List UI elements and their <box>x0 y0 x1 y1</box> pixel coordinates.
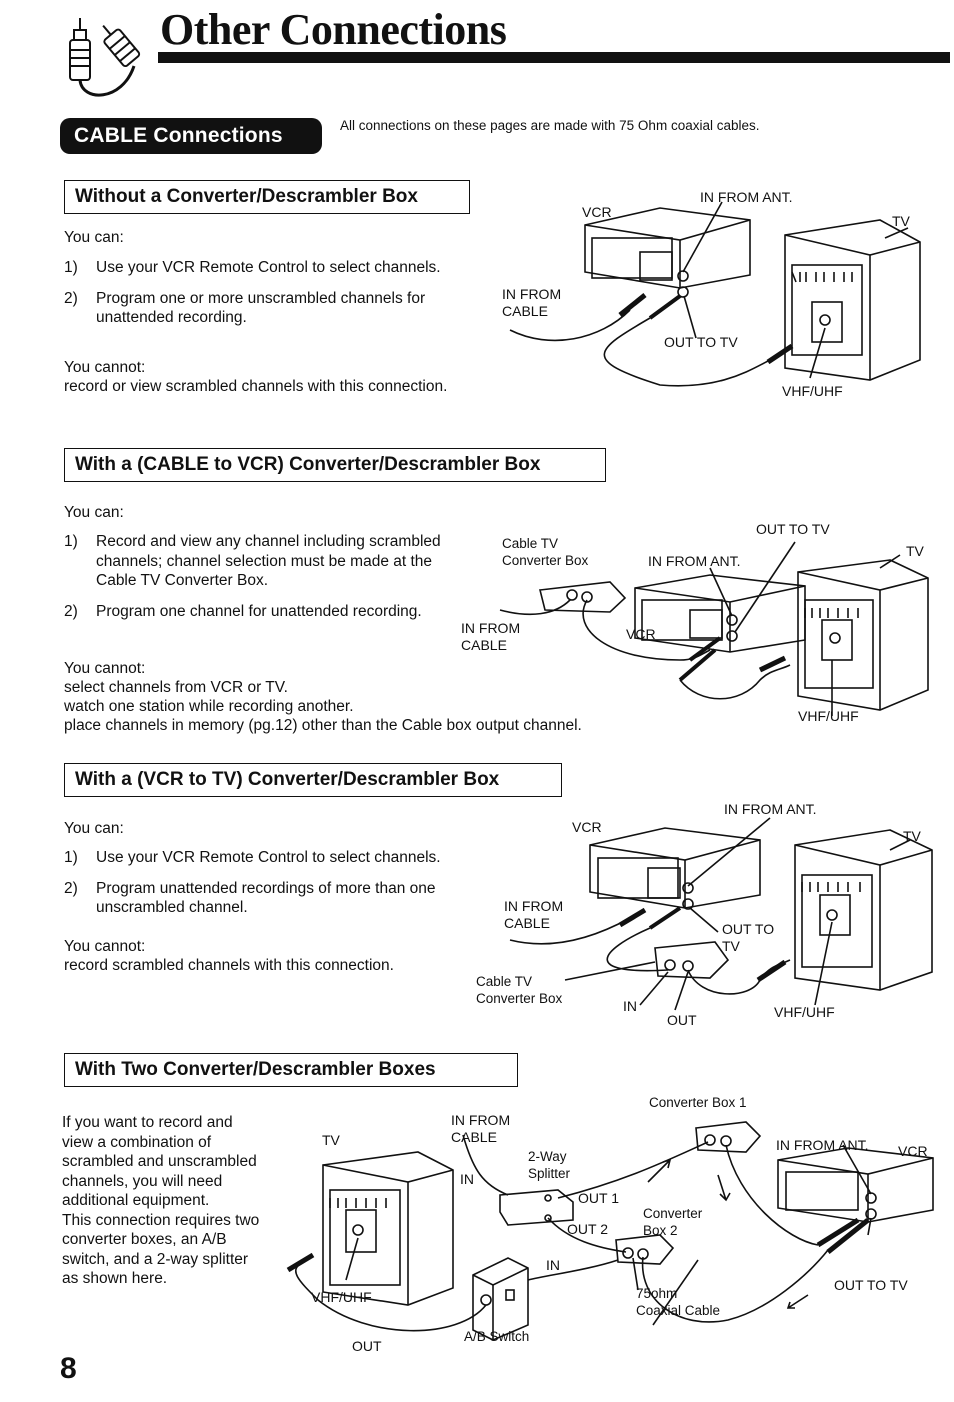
diagram-cable-to-vcr <box>499 541 929 716</box>
diagram-two-converters <box>286 1121 934 1341</box>
diagram-label-in2: IN <box>546 1257 560 1273</box>
diagram-no-converter <box>509 201 921 387</box>
two-converters-paragraph: If you want to record and view a combina… <box>62 1114 260 1287</box>
list-item: 2)Program one or more unscrambled channe… <box>64 289 426 327</box>
diagram-label-ab-switch: A/B Switch <box>464 1329 530 1344</box>
you-can-list: 1)Use your VCR Remote Control to select … <box>64 258 484 339</box>
diagram-label-vhf-uhf: VHF/UHF <box>782 383 843 399</box>
diagram-label-out-to-tv: OUT TO TV <box>664 334 738 350</box>
diagram-label-in: IN <box>460 1171 474 1187</box>
you-cannot-label: You cannot: <box>64 359 146 376</box>
diagram-label-vhf-uhf: VHF/UHF <box>774 1004 835 1020</box>
diagram-label-out: OUT <box>667 1012 697 1028</box>
page-title: Other Connections <box>160 5 507 54</box>
you-cannot-text: record scrambled channels with this conn… <box>64 957 394 974</box>
diagram-label-out1: OUT 1 <box>578 1190 619 1206</box>
diagram-label-cable-tv-box: Cable TV Converter Box <box>502 536 589 568</box>
diagram-label-in-from-ant: IN FROM ANT. <box>648 553 741 569</box>
diagram-label-tv: TV <box>322 1132 340 1148</box>
section-heading-no-converter: Without a Converter/Descrambler Box <box>64 180 470 214</box>
diagram-label-tv: TV <box>892 213 910 229</box>
you-cannot-item: place channels in memory (pg.12) other t… <box>64 717 582 734</box>
diagram-label-vhf-uhf: VHF/UHF <box>798 708 859 724</box>
diagram-label-vcr: VCR <box>626 626 656 642</box>
diagram-label-splitter: 2-Way Splitter <box>528 1149 571 1181</box>
diagram-label-out-to-tv: OUT TO TV <box>834 1277 908 1293</box>
diagram-label-converter-box-2: Converter Box 2 <box>643 1206 703 1238</box>
list-item: 2)Program one channel for unattended rec… <box>64 602 422 620</box>
page-number: 8 <box>60 1352 77 1385</box>
diagram-label-in-from-ant: IN FROM ANT. <box>724 801 817 817</box>
you-cannot-text: record or view scrambled channels with t… <box>64 378 448 395</box>
list-item: 1)Use your VCR Remote Control to select … <box>64 259 441 276</box>
diagram-label-in-from-cable: IN FROM CABLE <box>502 286 562 319</box>
you-can-label: You can: <box>64 229 124 246</box>
section-heading-cable-to-vcr: With a (CABLE to VCR) Converter/Descramb… <box>64 448 606 482</box>
diagram-label-in: IN <box>623 998 637 1014</box>
cable-connector-icon <box>69 18 141 97</box>
diagram-label-out-to-tv: OUT TO TV <box>756 521 830 537</box>
diagram-label-in-from-cable: IN FROM CABLE <box>504 898 564 931</box>
you-cannot-item: watch one station while recording anothe… <box>64 698 354 715</box>
diagram-label-out-to-tv: OUT TO TV <box>722 921 775 954</box>
diagram-label-vcr: VCR <box>572 819 602 835</box>
diagram-label-in-from-ant: IN FROM ANT. <box>776 1137 869 1153</box>
you-cannot-item: select channels from VCR or TV. <box>64 679 288 696</box>
diagram-label-tv: TV <box>903 828 921 844</box>
diagram-label-vhf-uhf: VHF/UHF <box>311 1289 372 1305</box>
section-badge: CABLE Connections <box>60 118 322 154</box>
diagram-label-vcr: VCR <box>898 1143 928 1159</box>
diagram-label-coax: 75ohm Coaxial Cable <box>636 1286 721 1318</box>
list-item: 1)Record and view any channel including … <box>64 533 441 589</box>
section-heading-two-converters: With Two Converter/Descrambler Boxes <box>64 1053 518 1087</box>
diagram-label-tv: TV <box>906 543 924 559</box>
diagram-label-in-from-cable: IN FROM CABLE <box>461 620 521 653</box>
diagram-label-in-from-cable: IN FROM CABLE <box>451 1112 511 1145</box>
you-can-list: 1)Use your VCR Remote Control to select … <box>64 848 484 929</box>
diagram-vcr-to-tv <box>509 817 933 1011</box>
you-can-label: You can: <box>64 504 124 521</box>
list-item: 2)Program unattended recordings of more … <box>64 879 436 917</box>
coax-note: All connections on these pages are made … <box>340 118 760 133</box>
diagram-label-in-from-ant: IN FROM ANT. <box>700 189 793 205</box>
diagram-label-vcr: VCR <box>582 204 612 220</box>
you-can-list: 1)Record and view any channel including … <box>64 532 454 632</box>
diagram-label-out2: OUT 2 <box>567 1221 608 1237</box>
you-cannot-label: You cannot: <box>64 938 146 955</box>
you-cannot-label: You cannot: <box>64 660 146 677</box>
list-item: 1)Use your VCR Remote Control to select … <box>64 849 441 866</box>
diagram-label-cable-tv-box: Cable TV Converter Box <box>476 974 563 1006</box>
diagram-label-out: OUT <box>352 1338 382 1354</box>
section-heading-vcr-to-tv: With a (VCR to TV) Converter/Descrambler… <box>64 763 562 797</box>
you-can-label: You can: <box>64 820 124 837</box>
diagram-label-converter-box-1: Converter Box 1 <box>649 1095 747 1110</box>
title-rule <box>158 52 950 63</box>
